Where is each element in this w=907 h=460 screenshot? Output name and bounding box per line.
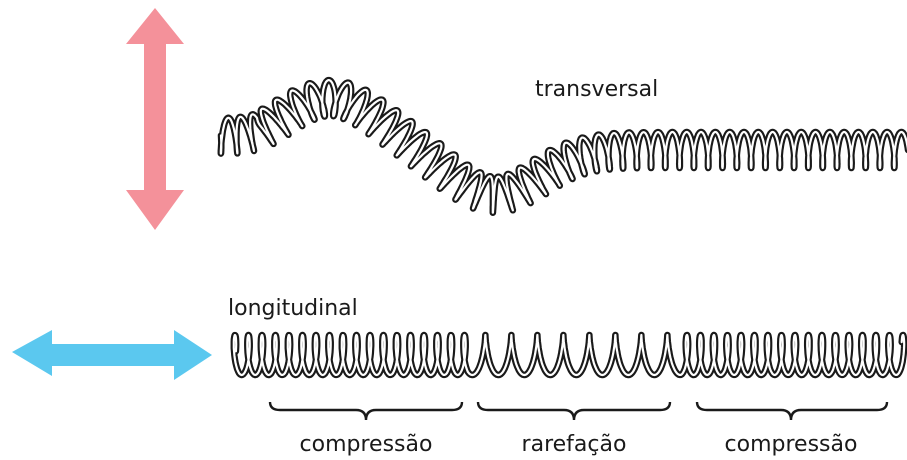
transverse-label: transversal	[535, 77, 658, 102]
compression-label-right: compressão	[725, 432, 858, 457]
rarefaction-label: rarefação	[522, 432, 627, 457]
brace-rarefaction	[478, 402, 670, 420]
longitudinal-spring	[234, 335, 904, 375]
longitudinal-spring-coil-outline	[234, 335, 904, 375]
double-arrow-horizontal-icon	[12, 330, 212, 380]
brace-compression-right	[697, 402, 887, 420]
brace-compression-left	[270, 402, 462, 420]
compression-label-left: compressão	[300, 432, 433, 457]
longitudinal-label: longitudinal	[228, 296, 358, 321]
double-arrow-vertical-icon	[126, 8, 184, 230]
